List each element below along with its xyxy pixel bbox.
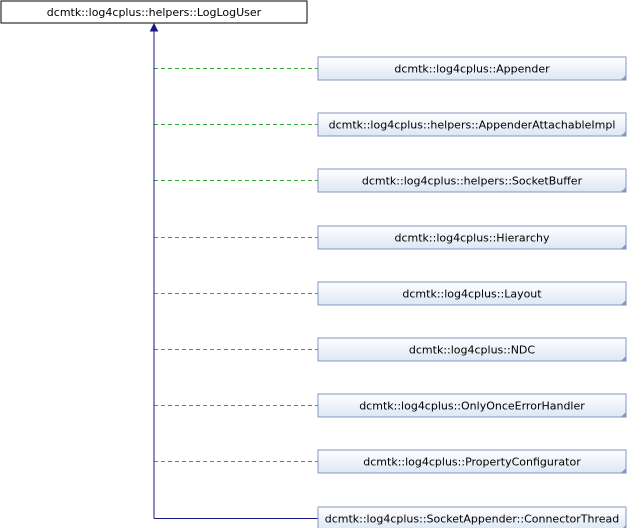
derived-class-label: dcmtk::log4cplus::OnlyOnceErrorHandler bbox=[359, 400, 585, 413]
derived-class-label: dcmtk::log4cplus::Appender bbox=[394, 63, 550, 76]
derived-class-node[interactable]: dcmtk::log4cplus::Appender bbox=[317, 56, 627, 81]
expand-corner-icon bbox=[621, 468, 626, 473]
derived-class-box bbox=[317, 281, 627, 306]
derived-class-label: dcmtk::log4cplus::Layout bbox=[402, 288, 542, 301]
derived-class-node[interactable]: dcmtk::log4cplus::PropertyConfigurator bbox=[317, 449, 627, 474]
derived-class-node[interactable]: dcmtk::log4cplus::OnlyOnceErrorHandler bbox=[317, 393, 627, 418]
derived-class-label: dcmtk::log4cplus::Hierarchy bbox=[395, 232, 550, 245]
expand-corner-icon bbox=[621, 356, 626, 361]
derived-class-label: dcmtk::log4cplus::helpers::AppenderAttac… bbox=[329, 119, 616, 132]
expand-corner-icon bbox=[621, 187, 626, 192]
derived-class-box bbox=[317, 506, 627, 528]
derived-class-node[interactable]: dcmtk::log4cplus::helpers::SocketBuffer bbox=[317, 168, 627, 193]
derived-class-label: dcmtk::log4cplus::helpers::SocketBuffer bbox=[362, 175, 583, 188]
derived-class-node[interactable]: dcmtk::log4cplus::Hierarchy bbox=[317, 225, 627, 250]
derived-class-box bbox=[317, 337, 627, 362]
expand-corner-icon bbox=[621, 75, 626, 80]
derived-class-box bbox=[317, 393, 627, 418]
inheritance-arrowhead bbox=[149, 22, 159, 32]
derived-class-node[interactable]: dcmtk::log4cplus::NDC bbox=[317, 337, 627, 362]
derived-class-node[interactable]: dcmtk::log4cplus::helpers::AppenderAttac… bbox=[317, 112, 627, 137]
expand-corner-icon bbox=[621, 131, 626, 136]
derived-class-box bbox=[317, 449, 627, 474]
derived-class-box bbox=[317, 56, 627, 81]
edges bbox=[153, 30, 318, 519]
expand-corner-icon bbox=[623, 525, 626, 528]
derived-class-label: dcmtk::log4cplus::PropertyConfigurator bbox=[363, 456, 581, 469]
derived-class-label: dcmtk::log4cplus::NDC bbox=[409, 344, 536, 357]
expand-corner-icon bbox=[621, 412, 626, 417]
derived-class-node[interactable]: dcmtk::log4cplus::Layout bbox=[317, 281, 627, 306]
base-class-label: dcmtk::log4cplus::helpers::LogLogUser bbox=[47, 6, 262, 19]
derived-class-label: dcmtk::log4cplus::SocketAppender::Connec… bbox=[325, 513, 620, 526]
derived-class-box bbox=[317, 168, 627, 193]
derived-classes: dcmtk::log4cplus::Appenderdcmtk::log4cpl… bbox=[317, 56, 627, 528]
expand-corner-icon bbox=[621, 244, 626, 249]
derived-class-box bbox=[317, 225, 627, 250]
derived-class-box bbox=[317, 112, 627, 137]
expand-corner-icon bbox=[621, 300, 626, 305]
base-class-node[interactable]: dcmtk::log4cplus::helpers::LogLogUser bbox=[0, 0, 308, 24]
derived-class-node[interactable]: dcmtk::log4cplus::SocketAppender::Connec… bbox=[317, 506, 627, 528]
